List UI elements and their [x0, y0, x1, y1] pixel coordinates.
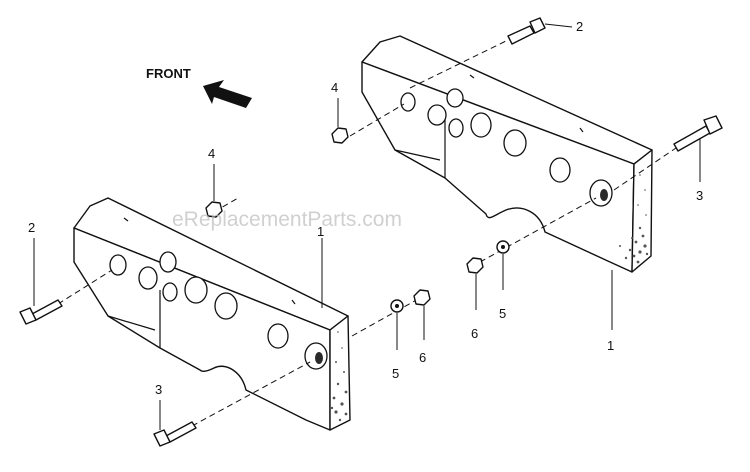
nut-icon	[205, 164, 239, 218]
callout-2-left: 2	[28, 220, 35, 235]
nut-icon	[331, 98, 405, 144]
washer-icon	[351, 297, 421, 350]
weight-block-left	[73, 197, 351, 431]
nut-icon	[413, 289, 431, 340]
bolt-icon	[409, 17, 573, 89]
nut-icon	[466, 257, 484, 310]
weight-block-right	[361, 35, 653, 273]
watermark: eReplacementParts.com	[172, 208, 402, 231]
callout-4-right: 4	[331, 80, 338, 95]
callout-4-left: 4	[208, 146, 215, 161]
callout-5-right: 5	[499, 306, 506, 321]
callout-5-left: 5	[392, 366, 399, 381]
callout-1-left: 1	[317, 224, 324, 239]
callout-3-left: 3	[155, 382, 162, 397]
bolt-icon	[19, 238, 113, 325]
callout-6-right: 6	[471, 326, 478, 341]
front-label: FRONT	[146, 66, 191, 81]
callout-6-left: 6	[419, 350, 426, 365]
washer-icon	[479, 197, 597, 290]
callout-3-right: 3	[696, 188, 703, 203]
front-arrow-icon	[203, 80, 252, 108]
callout-1-right: 1	[607, 338, 614, 353]
bolt-icon	[613, 115, 723, 191]
bolt-icon	[153, 361, 311, 447]
callout-2-right: 2	[576, 19, 583, 34]
